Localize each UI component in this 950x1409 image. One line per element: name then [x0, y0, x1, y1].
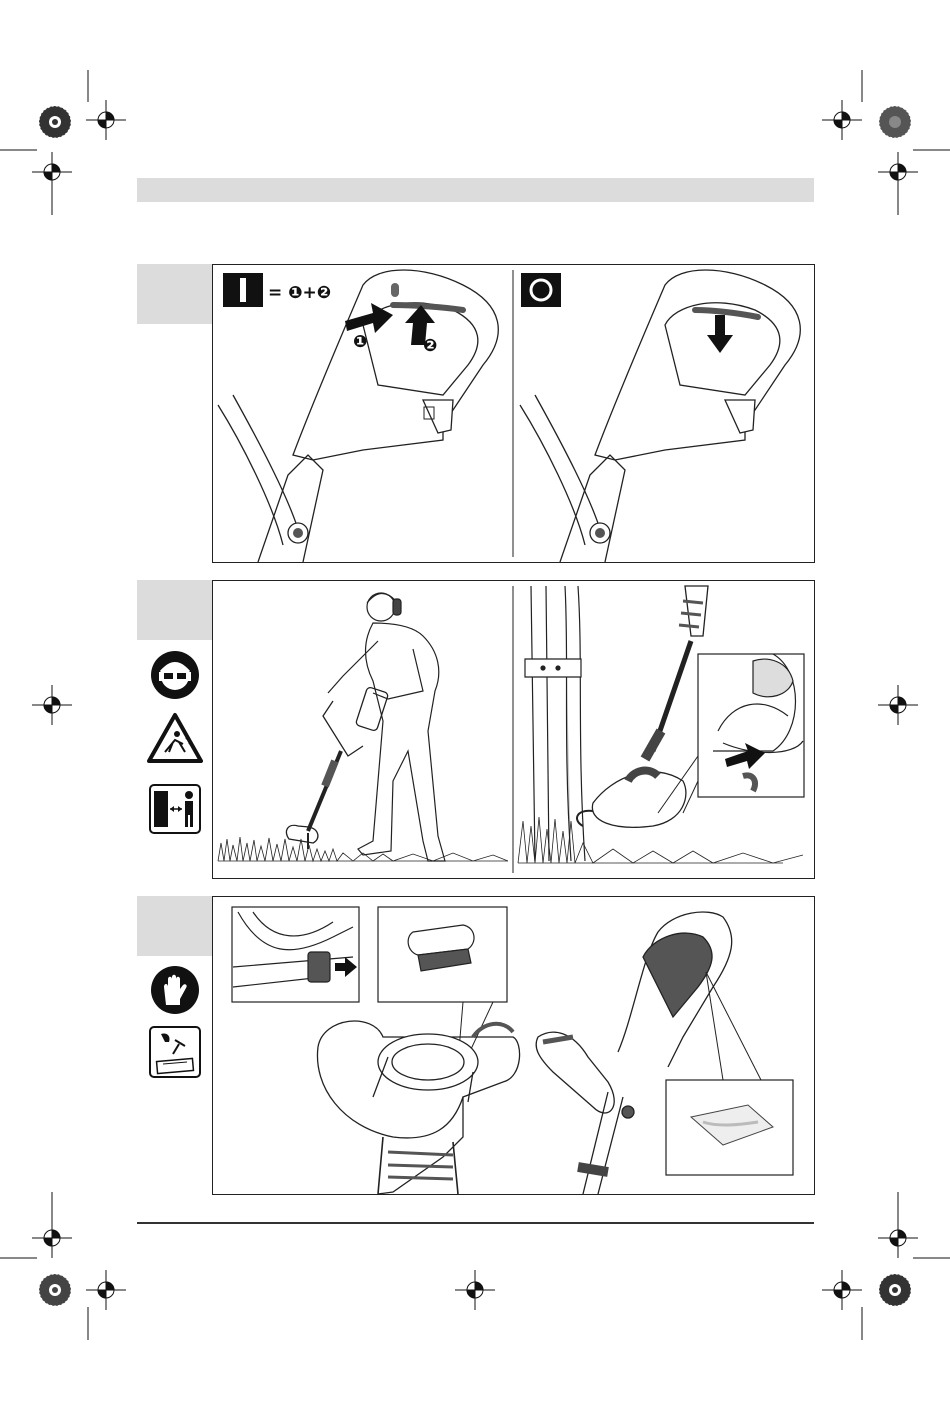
- maintenance-icon: [149, 1026, 201, 1078]
- header-bar: [137, 178, 814, 202]
- step-2-label: ❷: [423, 336, 437, 356]
- eye-ear-protection-icon: [150, 650, 200, 700]
- maintenance-panel: [212, 896, 815, 1195]
- switch-illustration: = ❶+❷ ❶ ❷ O: [213, 265, 814, 562]
- step-1-label: ❶: [353, 332, 367, 352]
- keep-distance-icon: [149, 784, 201, 834]
- footer-rule: [137, 1222, 814, 1224]
- operation-illustration: [213, 581, 814, 878]
- section-tab-3: [137, 896, 212, 956]
- switch-panel: = ❶+❷ ❶ ❷ O: [212, 264, 815, 563]
- section-tab-2: [137, 580, 212, 640]
- maintenance-illustration: [213, 897, 814, 1194]
- operation-panel: [212, 580, 815, 879]
- thrown-objects-warning-icon: [147, 712, 203, 764]
- on-formula: = ❶+❷: [268, 283, 331, 303]
- gloves-icon: [150, 965, 200, 1015]
- section-tab-1: [137, 264, 212, 324]
- off-symbol: O: [213, 265, 214, 266]
